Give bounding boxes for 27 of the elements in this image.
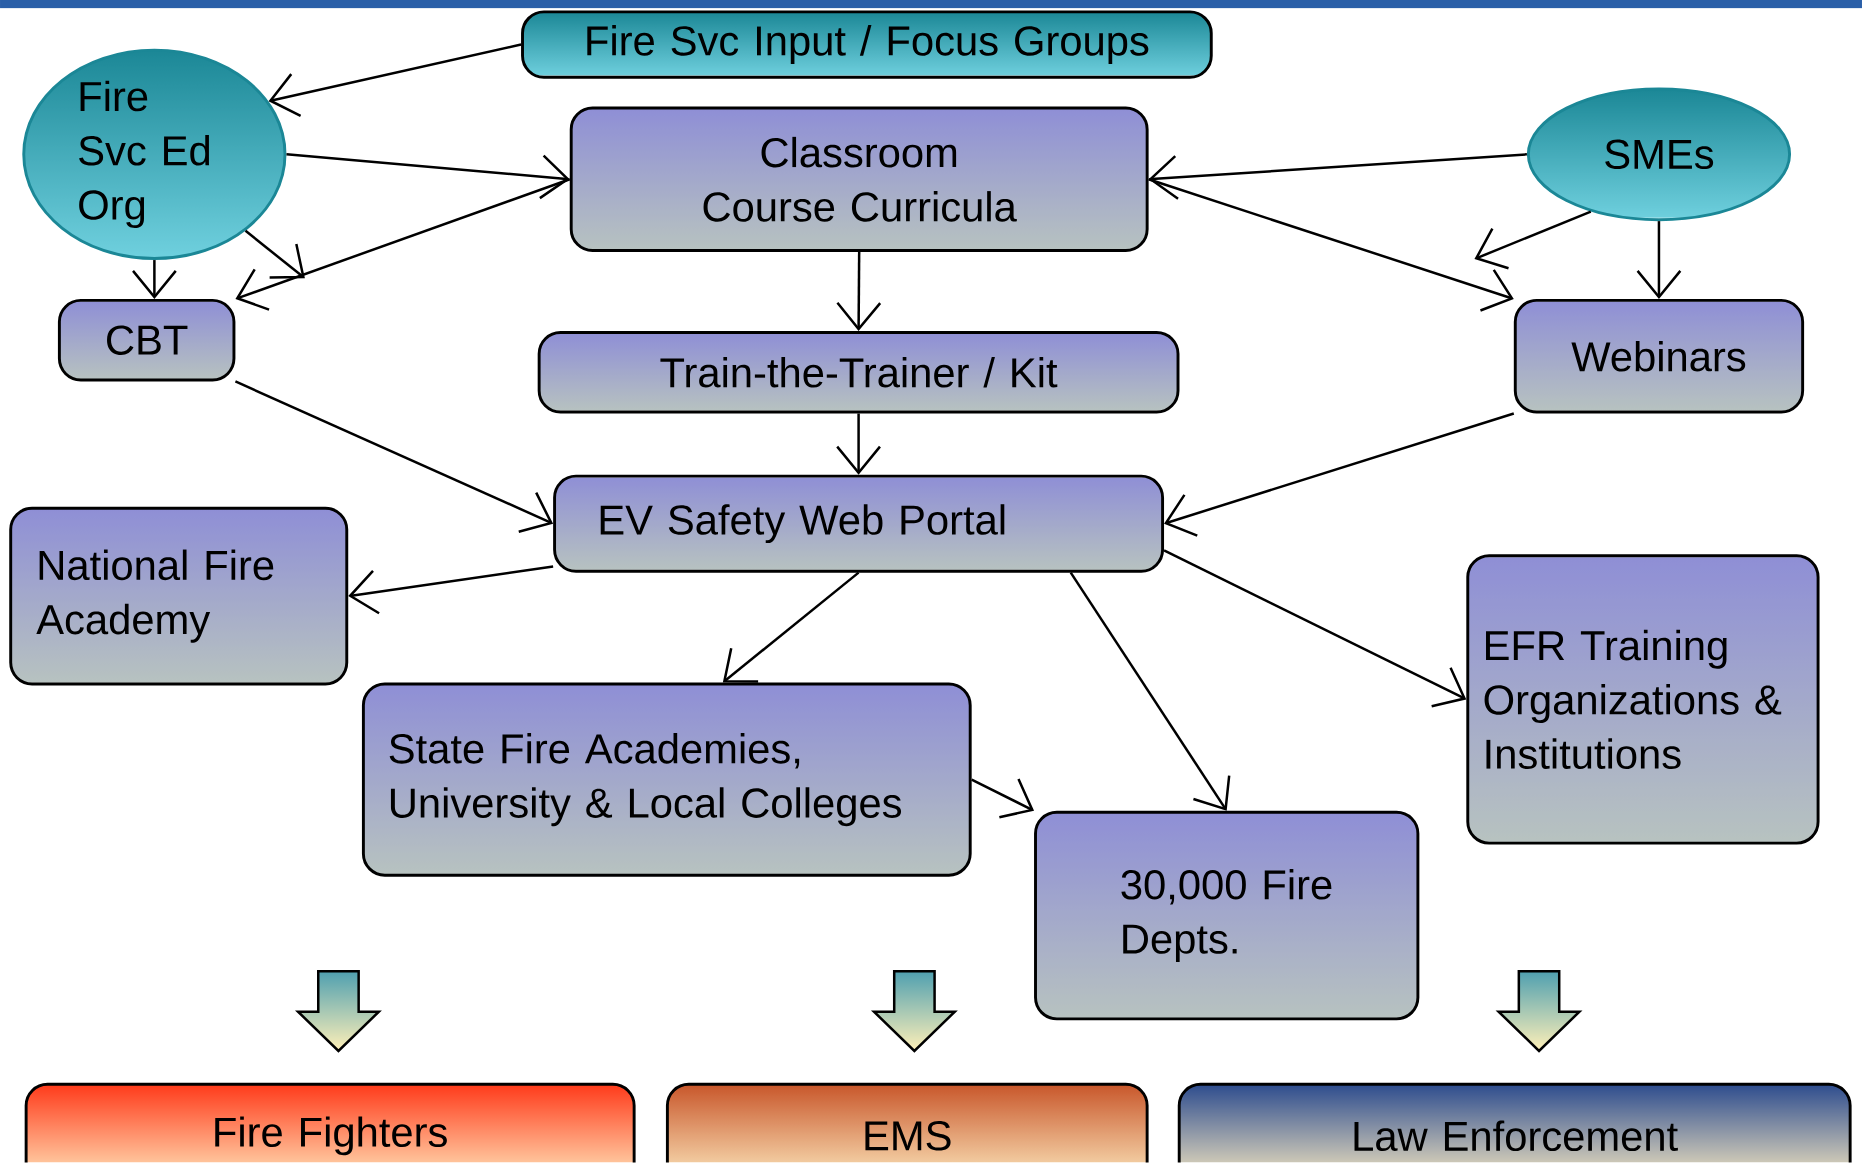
arrow: [235, 178, 571, 311]
process-box: Train-the-Trainer / Kit: [537, 331, 1180, 414]
banner-box: Fire Svc Input / Focus Groups: [521, 10, 1213, 79]
audience-box: EMS: [665, 1082, 1149, 1163]
ellipse-node: SMEs: [1526, 87, 1792, 222]
arrow: [1148, 153, 1527, 200]
process-box: CBT: [57, 299, 236, 382]
arrow: [1163, 549, 1467, 708]
process-box: Webinars: [1513, 299, 1805, 414]
process-box: State Fire Academies, University & Local Colleges: [361, 682, 972, 877]
arrow: [1474, 210, 1592, 270]
process-box: Classroom Course Curricula: [569, 106, 1149, 253]
audience-box: Law Enforcement: [1177, 1082, 1852, 1163]
arrow: [348, 565, 554, 615]
process-box: National Fire Academy: [9, 507, 349, 686]
arrow: [1148, 178, 1514, 312]
arrow: [268, 43, 522, 118]
arrow: [1164, 412, 1515, 537]
process-box: EV Safety Web Portal: [553, 474, 1165, 573]
ellipse-node: Fire Svc Ed Org: [22, 48, 287, 261]
arrow: [286, 153, 570, 200]
process-box: 30,000 Fire Depts.: [1034, 811, 1420, 1021]
arrow: [722, 571, 860, 683]
arrow: [1069, 572, 1231, 811]
audience-box: Fire Fighters: [24, 1082, 636, 1163]
arrow: [234, 380, 554, 534]
process-box: EFR Training Organizations & Institutions: [1466, 554, 1820, 845]
